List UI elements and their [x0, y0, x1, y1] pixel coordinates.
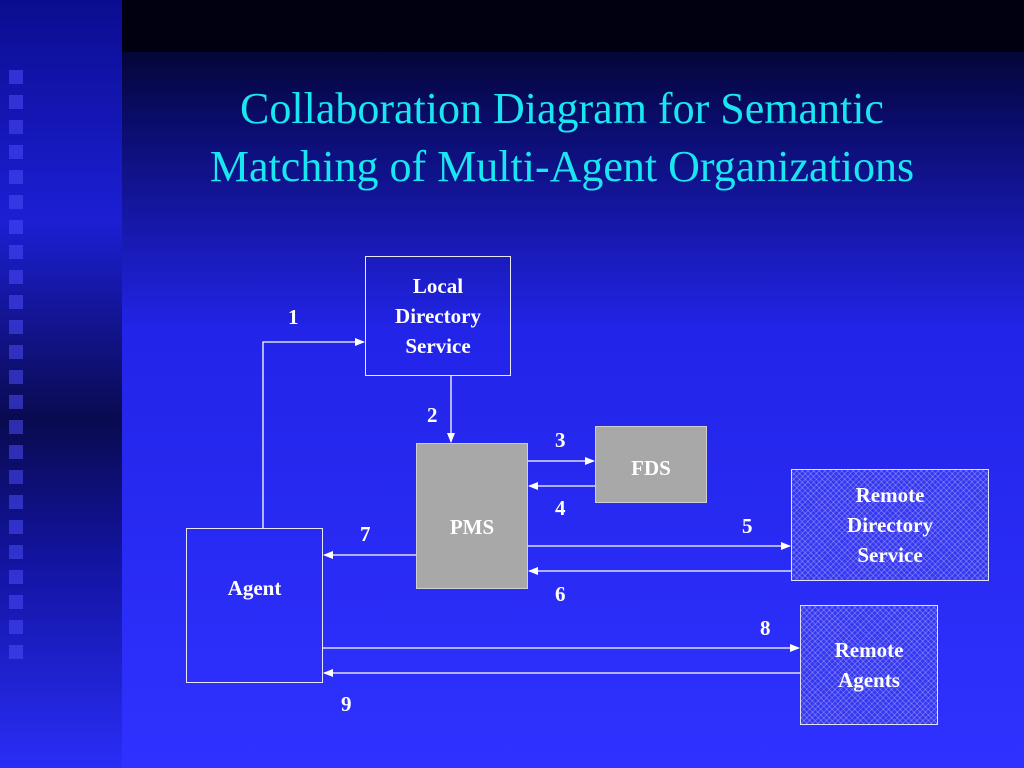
decorative-square — [9, 245, 23, 259]
step-label-2: 2 — [427, 403, 438, 427]
step-label-5: 5 — [742, 514, 753, 538]
step-label-3: 3 — [555, 428, 566, 452]
decorative-square — [9, 520, 23, 534]
lds-line-2: Directory — [395, 304, 481, 328]
decorative-square — [9, 120, 23, 134]
decorative-square — [9, 445, 23, 459]
agent-label: Agent — [227, 576, 282, 600]
decorative-square — [9, 645, 23, 659]
lds-line-1: Local — [412, 274, 464, 298]
decorative-square — [9, 145, 23, 159]
slide-title: Collaboration Diagram for Semantic Match… — [122, 80, 1002, 196]
decorative-square — [9, 420, 23, 434]
rds-line-1: Remote — [855, 483, 925, 507]
decorative-square — [9, 170, 23, 184]
remote-agents-box: Remote Agents — [800, 605, 938, 725]
decorative-square — [9, 470, 23, 484]
step-label-8: 8 — [760, 616, 771, 640]
decorative-square — [9, 395, 23, 409]
rds-line-2: Directory — [847, 513, 933, 537]
agent-box: Agent — [186, 528, 323, 683]
decorative-square — [9, 570, 23, 584]
decorative-square — [9, 595, 23, 609]
remote-agents-line-1: Remote — [834, 638, 904, 662]
step-label-4: 4 — [555, 496, 566, 520]
fds-box: FDS — [595, 426, 707, 503]
decorative-square — [9, 295, 23, 309]
remote-agents-line-2: Agents — [838, 668, 900, 692]
decorative-squares — [0, 70, 40, 690]
decorative-square — [9, 270, 23, 284]
pms-box: PMS — [416, 443, 528, 589]
title-line-2: Matching of Multi-Agent Organizations — [209, 142, 915, 191]
lds-line-3: Service — [405, 334, 471, 358]
decorative-square — [9, 495, 23, 509]
local-directory-service-box: Local Directory Service — [365, 256, 511, 376]
step-label-7: 7 — [360, 522, 371, 546]
decorative-square — [9, 220, 23, 234]
decorative-square — [9, 195, 23, 209]
decorative-square — [9, 345, 23, 359]
decorative-square — [9, 70, 23, 84]
decorative-square — [9, 545, 23, 559]
remote-directory-service-box: Remote Directory Service — [791, 469, 989, 581]
decorative-square — [9, 320, 23, 334]
decorative-square — [9, 95, 23, 109]
rds-line-3: Service — [857, 543, 923, 567]
left-sidebar-decoration — [0, 0, 122, 768]
step-label-9: 9 — [341, 692, 352, 716]
pms-label: PMS — [449, 515, 495, 539]
arrow-1-agent-to-lds — [262, 338, 365, 528]
title-line-1: Collaboration Diagram for Semantic — [240, 84, 884, 133]
top-band — [122, 0, 1024, 52]
decorative-square — [9, 370, 23, 384]
fds-label: FDS — [631, 456, 671, 480]
step-label-6: 6 — [555, 582, 566, 606]
step-label-1: 1 — [288, 305, 299, 329]
decorative-square — [9, 620, 23, 634]
